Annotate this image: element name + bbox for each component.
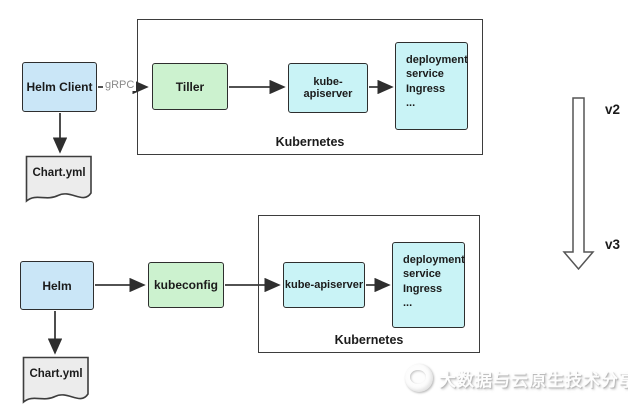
kubernetes-label-v3: Kubernetes [334, 333, 404, 347]
helm-node: Helm [20, 261, 94, 310]
version-transition-arrow [562, 97, 595, 271]
workloads-node-v3: deployment service Ingress ... [392, 242, 465, 328]
grpc-protocol-label-overlay: gRPC [103, 79, 137, 91]
chart-yml-document-v3: Chart.yml [22, 356, 90, 409]
workload-line: service [403, 268, 441, 281]
kubeconfig-label: kubeconfig [153, 278, 218, 292]
helm-label: Helm [42, 278, 72, 293]
workloads-lines-v2: deployment service Ingress ... [406, 53, 468, 110]
kubeconfig-node: kubeconfig [148, 262, 224, 308]
watermark-text: 大数据与云原生技术分享 [439, 370, 628, 391]
kube-apiserver-label-v2: kube-apiserver [303, 76, 353, 100]
document-shape-icon [25, 155, 92, 203]
workload-line: ... [403, 296, 413, 309]
chart-yml-document-v2: Chart.yml [25, 155, 93, 208]
workload-line: deployment [406, 54, 468, 66]
workload-line: ... [406, 96, 416, 109]
helm-client-label: Helm Client [26, 80, 93, 94]
workloads-node-v2: deployment service Ingress ... [395, 42, 468, 130]
tiller-label: Tiller [175, 79, 205, 94]
tiller-node: Tiller [152, 63, 228, 110]
panda-logo-icon [405, 364, 433, 392]
kubernetes-cluster-box-v3 [258, 215, 480, 353]
kube-apiserver-node-v2: kube-apiserver [288, 63, 368, 113]
workloads-lines-v3: deployment service Ingress ... [403, 253, 465, 310]
workload-line: service [406, 68, 444, 81]
chart-yml-label-v2: Chart.yml [32, 167, 86, 179]
helm-client-node: Helm Client [22, 62, 97, 112]
kubernetes-label-v2: Kubernetes [275, 135, 345, 149]
kube-apiserver-node-v3: kube-apiserver [283, 262, 365, 308]
document-shape-icon [22, 356, 89, 404]
workload-line: deployment [403, 254, 465, 266]
workload-line: Ingress [406, 82, 446, 95]
chart-yml-label-v3: Chart.yml [29, 368, 83, 380]
version-v3-label: v3 [605, 237, 621, 252]
workload-line: Ingress [403, 282, 443, 295]
kube-apiserver-label-v3: kube-apiserver [284, 279, 364, 291]
watermark: 大数据与云原生技术分享 [405, 364, 628, 392]
version-v2-label: v2 [605, 102, 621, 117]
